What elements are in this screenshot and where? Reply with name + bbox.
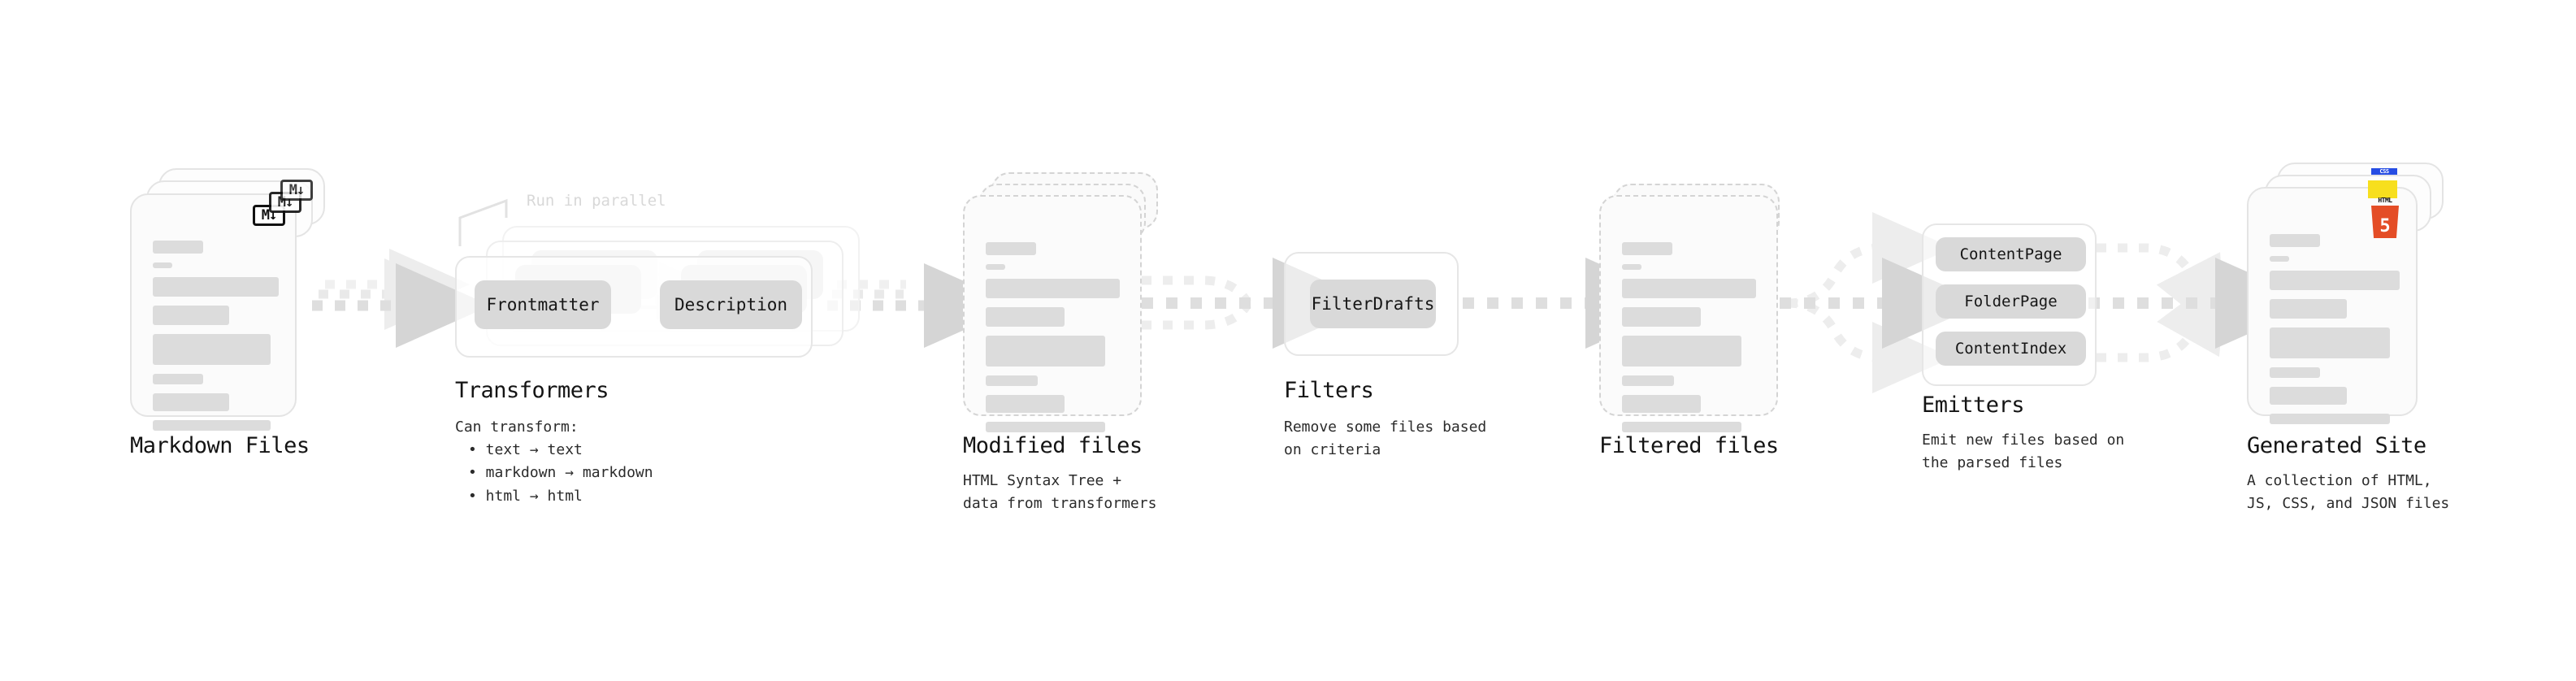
modified-files-caption: HTML Syntax Tree + data from transformer… bbox=[963, 472, 1157, 512]
markdown-files-title: Markdown Files bbox=[130, 433, 310, 458]
filter-chip-filterdrafts[interactable]: FilterDrafts bbox=[1310, 280, 1436, 328]
html5-icon-label: HTML bbox=[2378, 197, 2392, 204]
filtered-sheet-front bbox=[1599, 195, 1778, 432]
html5-icon: HTML 5 bbox=[2371, 197, 2399, 238]
modified-files-title: Modified files bbox=[963, 433, 1143, 458]
css3-icon: CSS bbox=[2371, 168, 2397, 175]
filters-title: Filters bbox=[1284, 378, 1374, 403]
connector-modified-to-filters bbox=[1142, 258, 1375, 349]
emitters-caption: Emit new files based on the parsed files bbox=[1922, 432, 2125, 471]
connector-emitters-to-site bbox=[2088, 243, 2318, 362]
js-icon bbox=[2368, 180, 2397, 198]
emitter-chip-contentindex[interactable]: ContentIndex bbox=[1936, 332, 2086, 366]
emitters-group: ContentPage FolderPage ContentIndex bbox=[1922, 223, 2097, 386]
css3-icon-label: CSS bbox=[2379, 168, 2389, 175]
emitter-chip-folderpage[interactable]: FolderPage bbox=[1936, 284, 2086, 319]
filtered-files-title: Filtered files bbox=[1599, 433, 1779, 458]
generated-site-caption: A collection of HTML, JS, CSS, and JSON … bbox=[2247, 472, 2450, 512]
site-bars bbox=[2270, 234, 2400, 433]
emitters-title: Emitters bbox=[1922, 393, 2025, 418]
modified-sheet-front bbox=[963, 195, 1142, 432]
transformer-bullet-text: • text → text bbox=[468, 441, 583, 458]
transformer-bullet-html: • html → html bbox=[468, 487, 583, 505]
transformers-group: Frontmatter Description bbox=[455, 256, 813, 358]
connector-filtered-to-emitters bbox=[1780, 212, 1984, 393]
transformer-chip-frontmatter[interactable]: Frontmatter bbox=[475, 280, 611, 329]
filters-caption: Remove some files based on criteria bbox=[1284, 419, 1487, 458]
transformers-caption: Can transform: bbox=[455, 419, 579, 436]
transformer-chip-description[interactable]: Description bbox=[660, 280, 802, 329]
modified-bars bbox=[986, 242, 1120, 441]
transformers-bullets: • text → text • markdown → markdown • ht… bbox=[455, 439, 653, 508]
markdown-icon-ghost-2: M↓ bbox=[280, 180, 313, 201]
markdown-bars bbox=[153, 241, 279, 440]
filters-group: FilterDrafts bbox=[1284, 252, 1459, 356]
parallel-bracket bbox=[458, 198, 508, 246]
transformers-title: Transformers bbox=[455, 378, 609, 403]
connector-md-to-transformers bbox=[312, 249, 491, 348]
run-in-parallel-label: Run in parallel bbox=[527, 192, 666, 210]
filtered-bars bbox=[1622, 242, 1756, 441]
emitter-chip-contentpage[interactable]: ContentPage bbox=[1936, 237, 2086, 271]
transformer-bullet-markdown: • markdown → markdown bbox=[468, 464, 653, 482]
html5-icon-shield: 5 bbox=[2371, 206, 2399, 238]
markdown-sheet-front bbox=[130, 193, 297, 431]
generated-site-title: Generated Site bbox=[2247, 433, 2426, 458]
